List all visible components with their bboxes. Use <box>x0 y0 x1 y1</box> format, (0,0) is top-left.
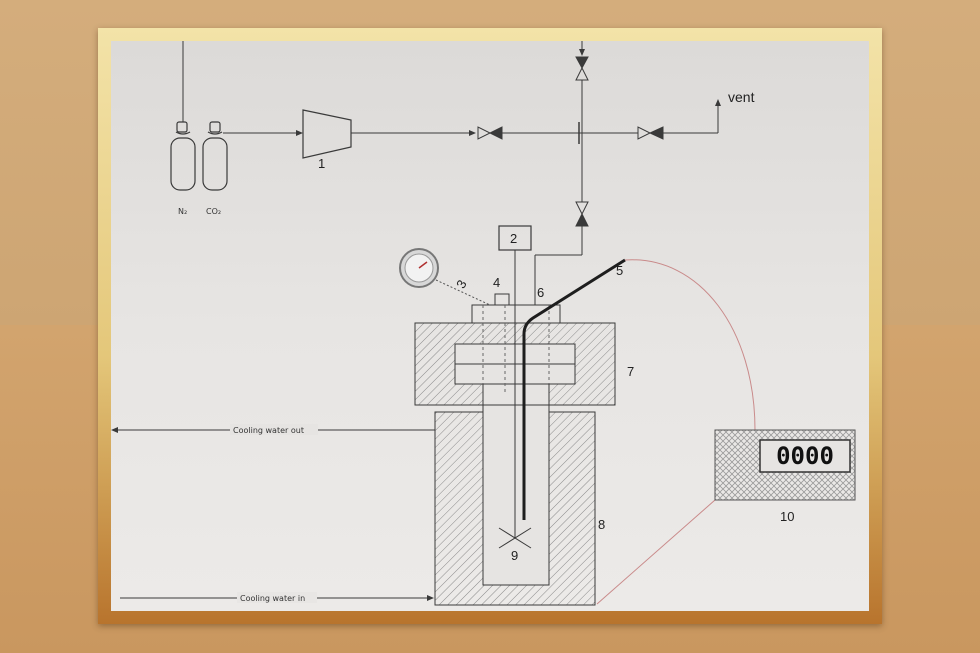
gas-supply-line <box>182 41 721 305</box>
cooling-out-label: Cooling water out <box>233 426 304 435</box>
cooling-in-label: Cooling water in <box>240 594 305 603</box>
n2-cylinder <box>170 121 196 191</box>
n2-label: N₂ <box>178 207 187 216</box>
co2-label: CO₂ <box>206 207 221 216</box>
label-6: 6 <box>537 285 544 300</box>
label-7: 7 <box>627 364 634 379</box>
pressure-gauge <box>399 248 491 306</box>
vent-label: vent <box>728 89 755 105</box>
signal-wire-jacket <box>596 499 716 605</box>
display-readout: 0000 <box>776 442 834 470</box>
valve-inlet <box>477 126 503 140</box>
cooling-out-label-bg <box>230 424 318 435</box>
thermocouple-probe <box>522 258 626 520</box>
valve-top <box>575 56 589 81</box>
cooling-in-label-bg <box>237 592 317 603</box>
label-9: 9 <box>511 548 518 563</box>
label-2: 2 <box>510 231 517 246</box>
signal-wire-probe <box>624 259 756 431</box>
label-4: 4 <box>493 275 500 290</box>
fitting-4 <box>494 293 510 307</box>
label-8: 8 <box>598 517 605 532</box>
valve-vent <box>637 126 664 140</box>
co2-cylinder <box>202 121 228 191</box>
label-5: 5 <box>616 263 623 278</box>
compressor <box>302 109 352 159</box>
stirrer <box>498 305 532 549</box>
temperature-display <box>714 429 856 501</box>
valve-reactor <box>575 201 589 227</box>
label-10: 10 <box>780 509 794 524</box>
label-1: 1 <box>318 156 325 171</box>
